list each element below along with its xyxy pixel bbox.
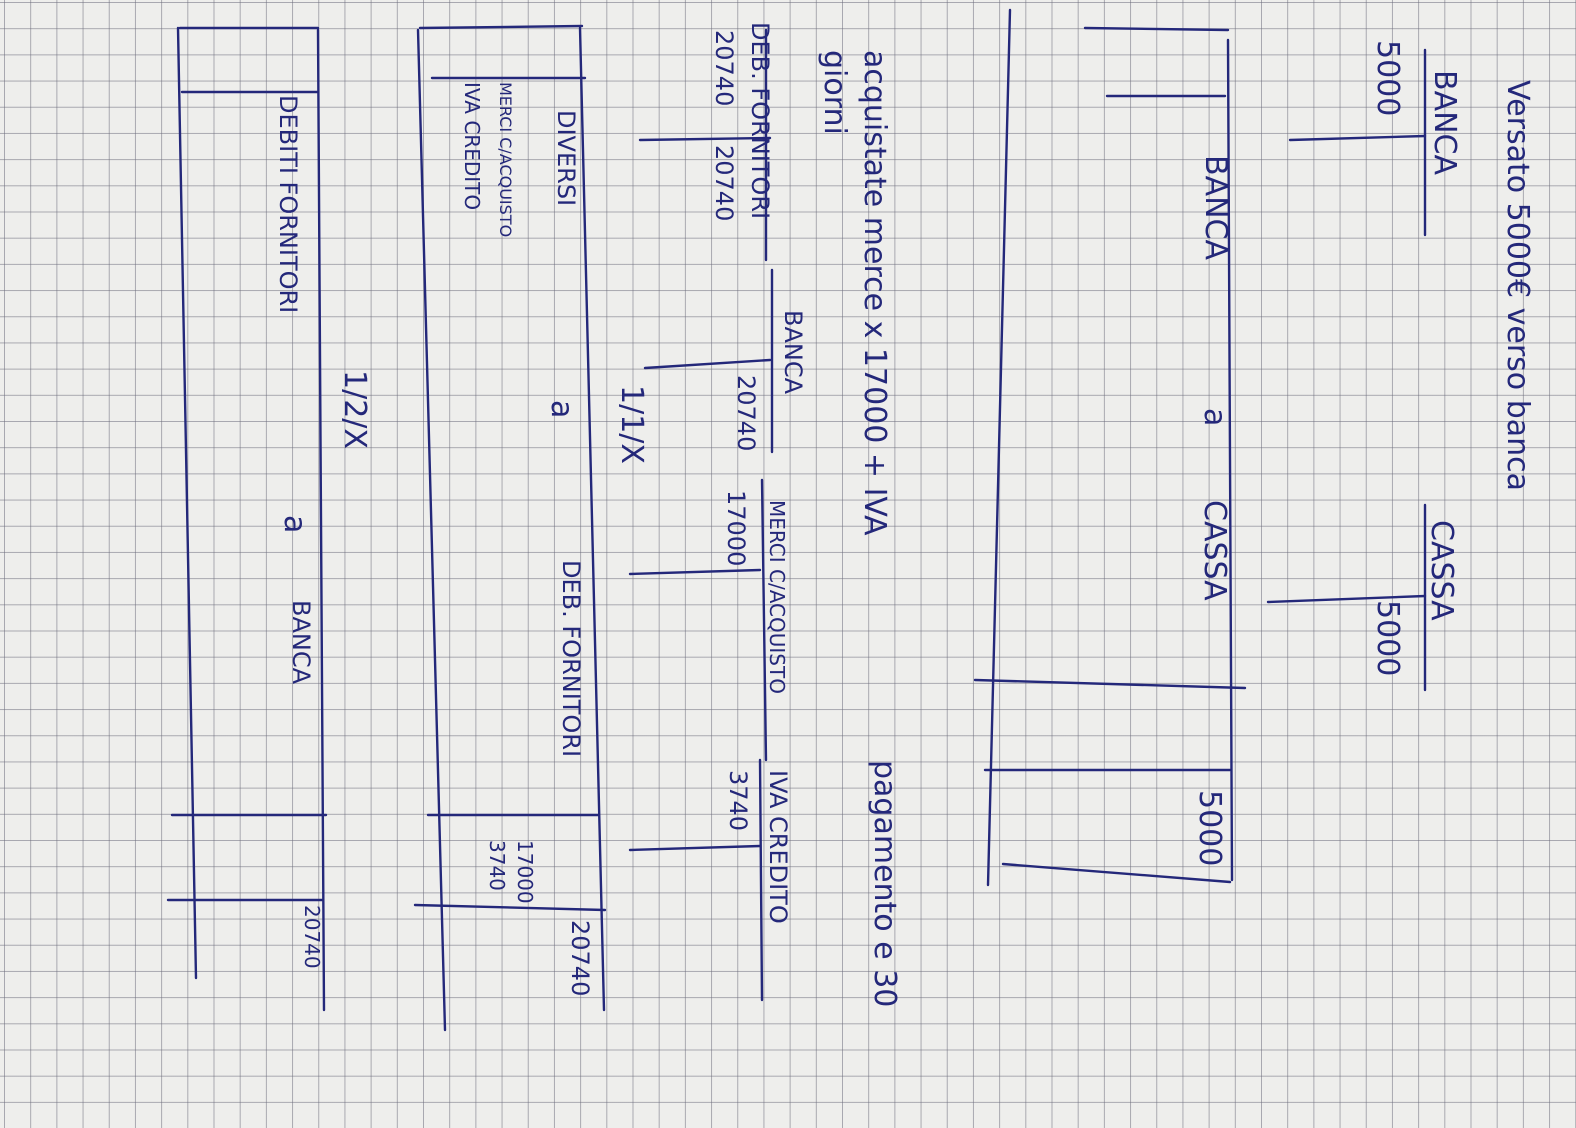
date2: 1/2/X: [337, 370, 372, 449]
t2-iva-title: IVA CREDITO: [764, 770, 792, 924]
journal1-amount: 5000: [1192, 790, 1227, 866]
journal3-credit: BANCA: [287, 600, 315, 685]
journal1-debit: BANCA: [1198, 155, 1233, 260]
t-cassa-title: CASSA: [1424, 520, 1459, 621]
journal2-credit: DEB. FORNITORI: [557, 560, 585, 757]
journal1-connector: a: [1197, 408, 1232, 426]
journal2-amount-b: 3740: [485, 840, 509, 891]
date1: 1/1/X: [614, 385, 649, 464]
t2-deb-left: 20740: [710, 30, 738, 106]
t2-iva-amount: 3740: [724, 770, 752, 831]
journal2-debit: DIVERSI: [552, 110, 580, 206]
journal2-amount-a: 17000: [513, 840, 537, 904]
journal3-debit: DEBITI FORNITORI: [274, 95, 302, 313]
header2-line3: giorni: [817, 50, 852, 135]
journal2-total: 20740: [566, 920, 594, 996]
t-cassa-amount: 5000: [1370, 600, 1405, 676]
journal2-sub1: MERCI C/ACQUISTO: [496, 82, 515, 237]
t2-merci-title: MERCI C/ACQUISTO: [765, 500, 789, 694]
t2-deb-right: 20740: [710, 145, 738, 221]
t-banca-amount: 5000: [1370, 40, 1405, 116]
t2-banca-amount: 20740: [732, 375, 760, 451]
journal2-sub2: IVA CREDITO: [460, 82, 484, 210]
journal1-credit: CASSA: [1197, 500, 1232, 601]
header2-line1: acquistate merce x 17000 + IVA: [857, 50, 892, 536]
journal2-connector: a: [544, 400, 579, 418]
journal3-connector: a: [277, 515, 312, 533]
header-text: Versato 5000€ verso banca: [1500, 80, 1535, 491]
t2-banca-title: BANCA: [779, 310, 807, 395]
t-banca-title: BANCA: [1427, 70, 1462, 175]
t2-deb-title: DEB. FORNITORI: [746, 22, 774, 219]
t2-merci-amount: 17000: [722, 490, 750, 566]
header2-line2: pagamento e 30: [867, 760, 902, 1007]
journal3-amount: 20740: [300, 905, 324, 969]
